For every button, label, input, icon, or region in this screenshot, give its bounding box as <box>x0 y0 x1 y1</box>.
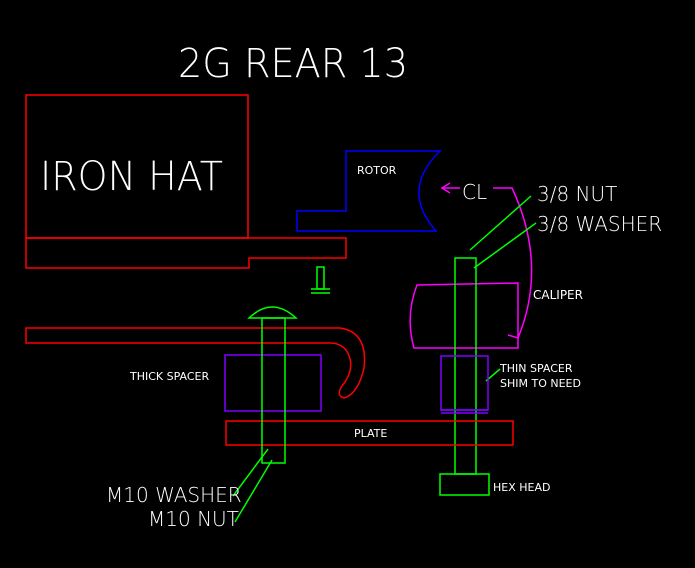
centerline-arrow <box>440 182 460 194</box>
screw-symbol <box>311 266 330 294</box>
caliper-label: CALIPER <box>533 288 583 302</box>
washer-38-label: 3/8 WASHER <box>537 212 662 236</box>
iron-hat-label: IRON HAT <box>40 154 223 200</box>
caliper-arc <box>493 187 533 339</box>
m10-washer-leader <box>232 448 269 497</box>
caliper-bolt-shank <box>454 257 477 475</box>
caliper-bolt <box>439 195 537 496</box>
nut-leader <box>469 195 532 251</box>
thick-spacer-label: THICK SPACER <box>129 370 210 383</box>
m10-bolt-shank <box>261 317 286 464</box>
washer-leader <box>473 222 537 269</box>
caliper-part <box>409 187 533 349</box>
rotor-label: ROTOR <box>357 164 397 177</box>
plate-label: PLATE <box>354 427 387 440</box>
m10-bolt <box>232 306 298 523</box>
thick-spacer-part <box>224 354 322 412</box>
iron-hat-flange <box>25 237 347 269</box>
m10-nut-leader <box>234 459 273 523</box>
thin-spacer-label: THIN SPACER <box>499 362 573 375</box>
m10-washer-label: M10 WASHER <box>106 483 242 507</box>
m10-bolt-head <box>247 306 298 319</box>
drawing-title: 2G REAR 13 <box>178 41 408 87</box>
hex-head-label: HEX HEAD <box>493 481 550 494</box>
centerline-label: CL <box>462 180 487 204</box>
iron-hat-part <box>25 94 347 269</box>
rotor-part <box>296 150 442 232</box>
hex-head <box>439 473 490 496</box>
mount-bracket <box>25 327 366 399</box>
plate-part <box>225 420 514 446</box>
m10-nut-label: M10 NUT <box>148 507 239 531</box>
caliper-body <box>409 282 519 349</box>
shim-label: SHIM TO NEED <box>500 377 581 390</box>
nut-38-label: 3/8 NUT <box>537 182 617 206</box>
thin-spacer-part <box>440 355 489 414</box>
